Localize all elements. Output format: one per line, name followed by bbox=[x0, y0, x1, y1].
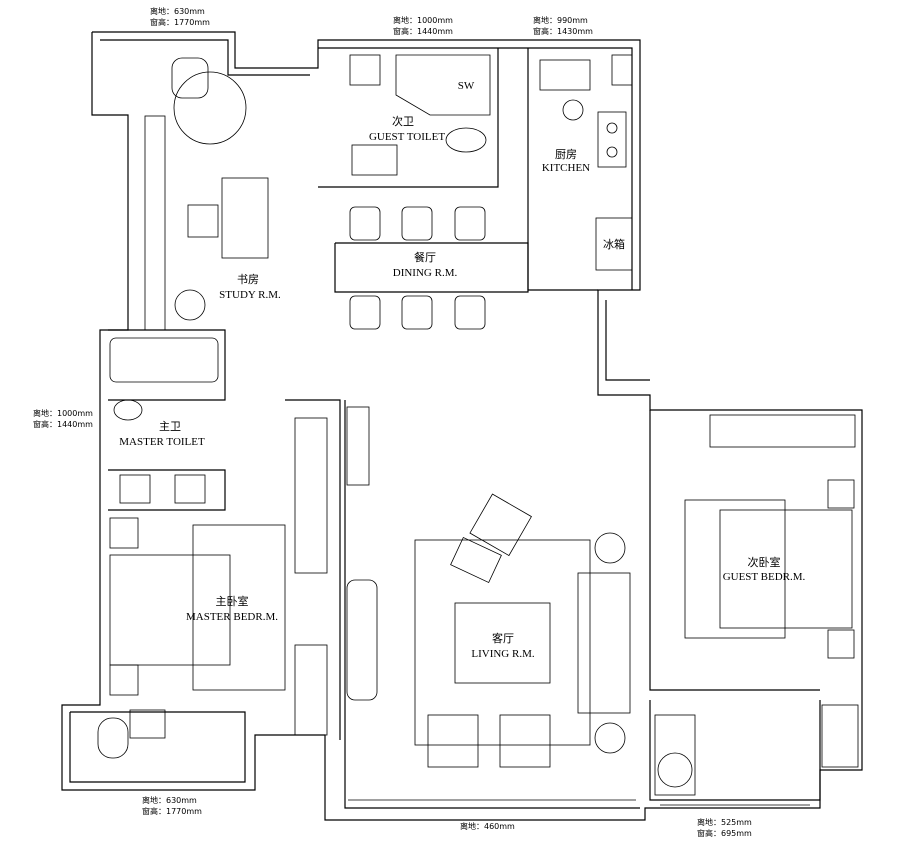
dining-label-cn: 餐厅 bbox=[414, 250, 436, 264]
window-note-sill: 离地：460mm bbox=[460, 821, 515, 831]
window-note-sill: 离地：1000mm bbox=[33, 408, 93, 418]
window-note-sill: 离地：525mm bbox=[697, 817, 752, 827]
study-furniture bbox=[144, 57, 269, 331]
kitchen-fixtures bbox=[539, 54, 633, 271]
window-note-height: 窗高：1440mm bbox=[393, 26, 453, 36]
study-label-cn: 书房 bbox=[237, 273, 259, 286]
window-note-height: 窗高：1770mm bbox=[142, 806, 202, 816]
guest-toilet-fixtures bbox=[349, 54, 491, 176]
living-room-furniture bbox=[346, 406, 631, 768]
window-note-height: 窗高：695mm bbox=[697, 828, 752, 838]
kitchen-label-en: KITCHEN bbox=[542, 162, 590, 174]
guest-toilet-label-cn: 次卫 bbox=[392, 114, 414, 128]
sw-label: SW bbox=[458, 80, 475, 92]
master-toilet-label-en: MASTER TOILET bbox=[119, 436, 205, 448]
kitchen-label-cn: 厨房 bbox=[555, 148, 577, 161]
guest-bedroom-label-cn: 次卧室 bbox=[748, 555, 781, 569]
window-note-sill: 离地：990mm bbox=[533, 15, 588, 25]
study-label-en: STUDY R.M. bbox=[219, 289, 281, 301]
guest-toilet-label-en: GUEST TOILET bbox=[369, 131, 445, 143]
window-note-height: 窗高：1430mm bbox=[533, 26, 593, 36]
window-note-sill: 离地：630mm bbox=[150, 6, 205, 16]
master-toilet-fixtures bbox=[109, 337, 219, 504]
master-bedroom-label-cn: 主卧室 bbox=[216, 594, 249, 608]
window-note-height: 窗高：1440mm bbox=[33, 419, 93, 429]
window-note-height: 窗高：1770mm bbox=[150, 17, 210, 27]
master-bedroom-label-en: MASTER BEDR.M. bbox=[186, 611, 278, 623]
window-note-sill: 离地：1000mm bbox=[393, 15, 453, 25]
master-bedroom-furniture bbox=[97, 417, 328, 759]
walls bbox=[61, 31, 863, 821]
dining-label-en: DINING R.M. bbox=[393, 267, 458, 279]
master-toilet-label-cn: 主卫 bbox=[159, 420, 181, 433]
guest-bedroom-label-en: GUEST BEDR.M. bbox=[723, 571, 806, 583]
guest-bedroom-furniture bbox=[654, 414, 859, 796]
dining-chairs bbox=[349, 206, 486, 330]
living-label-cn: 客厅 bbox=[492, 631, 514, 645]
living-label-en: LIVING R.M. bbox=[471, 648, 534, 660]
window-note-sill: 离地：630mm bbox=[142, 795, 197, 805]
fridge-label: 冰箱 bbox=[603, 237, 625, 251]
